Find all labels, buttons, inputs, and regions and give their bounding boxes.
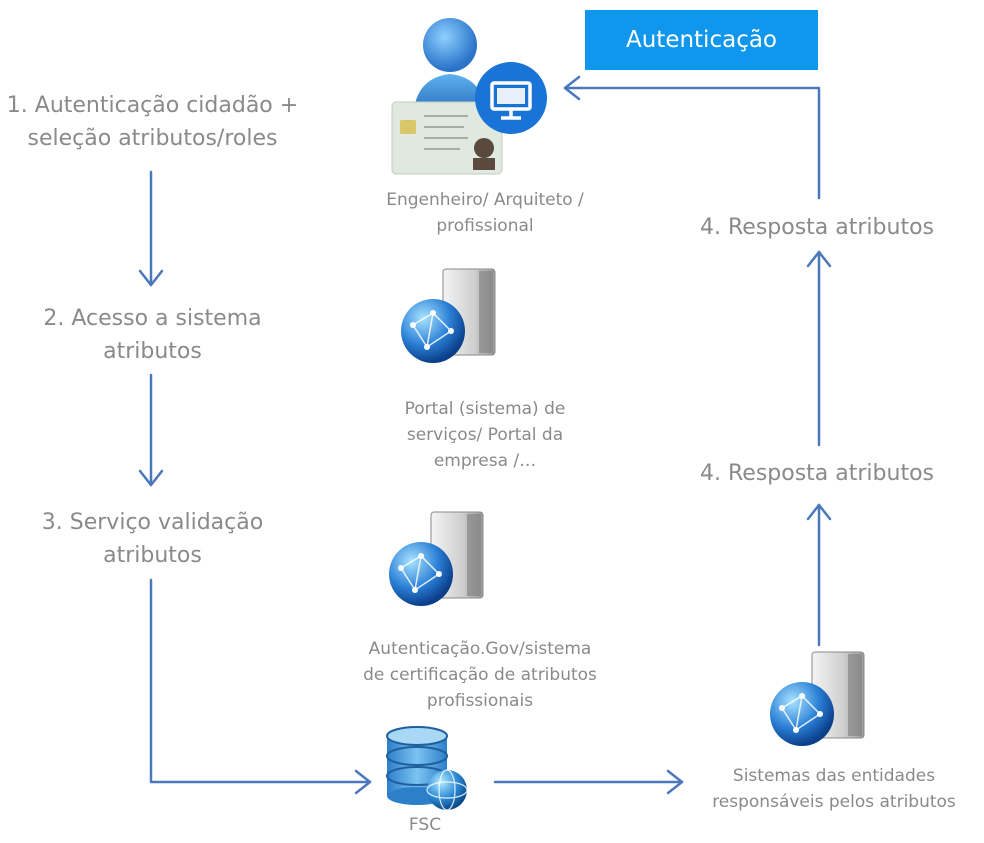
step-3-label: 3. Serviço validação atributos: [41, 510, 264, 568]
autenticacao-box[interactable]: Autenticação: [585, 10, 818, 70]
response-mid-label: 4. Resposta atributos: [700, 461, 934, 486]
step-1-label: 1. Autenticação cidadão + seleção atribu…: [6, 93, 299, 151]
arrow-response-to-user: [563, 86, 821, 200]
entities-caption: Sistemas das entidades responsáveis pelo…: [712, 766, 956, 812]
arrow-step3-to-fsc: [149, 578, 372, 784]
fsc-database-icon: [386, 726, 468, 811]
autenticacao-gov-server-icon: [389, 511, 484, 606]
autenticacao-label: Autenticação: [625, 27, 778, 53]
response-top-label: 4. Resposta atributos: [700, 215, 934, 240]
autenticacao-gov-caption: Autenticação.Gov/sistema de certificação…: [363, 639, 597, 711]
portal-caption: Portal (sistema) de serviços/ Portal da …: [404, 399, 566, 471]
step-2-label: 2. Acesso a sistema atributos: [43, 306, 262, 364]
user-caption: Engenheiro/ Arquiteto / profissional: [386, 190, 584, 236]
fsc-caption: FSC: [408, 815, 442, 835]
user-with-card-icon: [391, 18, 547, 175]
entities-server-icon: [770, 651, 865, 746]
portal-server-icon: [401, 268, 496, 363]
